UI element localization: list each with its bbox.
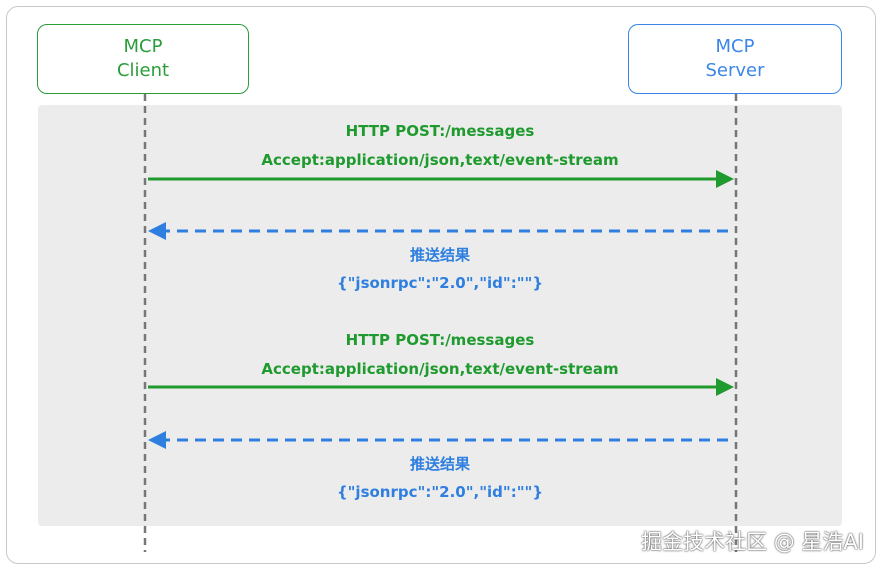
request-arrowhead-2 <box>716 378 734 396</box>
response-1-payload: {"jsonrpc":"2.0","id":""} <box>336 274 544 292</box>
server-label-line2: Server <box>705 60 765 81</box>
watermark-text: 掘金技术社区 @ 星浩AI <box>641 530 864 554</box>
server-label-line1: MCP <box>715 36 755 57</box>
mcp-client-box: MCP Client <box>37 24 249 94</box>
client-label-line1: MCP <box>123 36 163 57</box>
mcp-server-box: MCP Server <box>628 24 842 94</box>
response-1-title: 推送结果 <box>409 246 470 264</box>
request-1-endpoint: HTTP POST:/messages <box>345 122 535 140</box>
response-2-payload: {"jsonrpc":"2.0","id":""} <box>336 483 544 501</box>
response-arrowhead-2 <box>148 431 166 449</box>
client-label-line2: Client <box>116 60 170 81</box>
request-1-accept: Accept:application/json,text/event-strea… <box>261 151 619 169</box>
response-2-title: 推送结果 <box>409 455 470 473</box>
request-arrowhead-1 <box>716 170 734 188</box>
message-panel <box>38 105 842 526</box>
request-2-endpoint: HTTP POST:/messages <box>345 331 535 349</box>
response-arrowhead-1 <box>148 222 166 240</box>
request-2-accept: Accept:application/json,text/event-strea… <box>261 360 619 378</box>
